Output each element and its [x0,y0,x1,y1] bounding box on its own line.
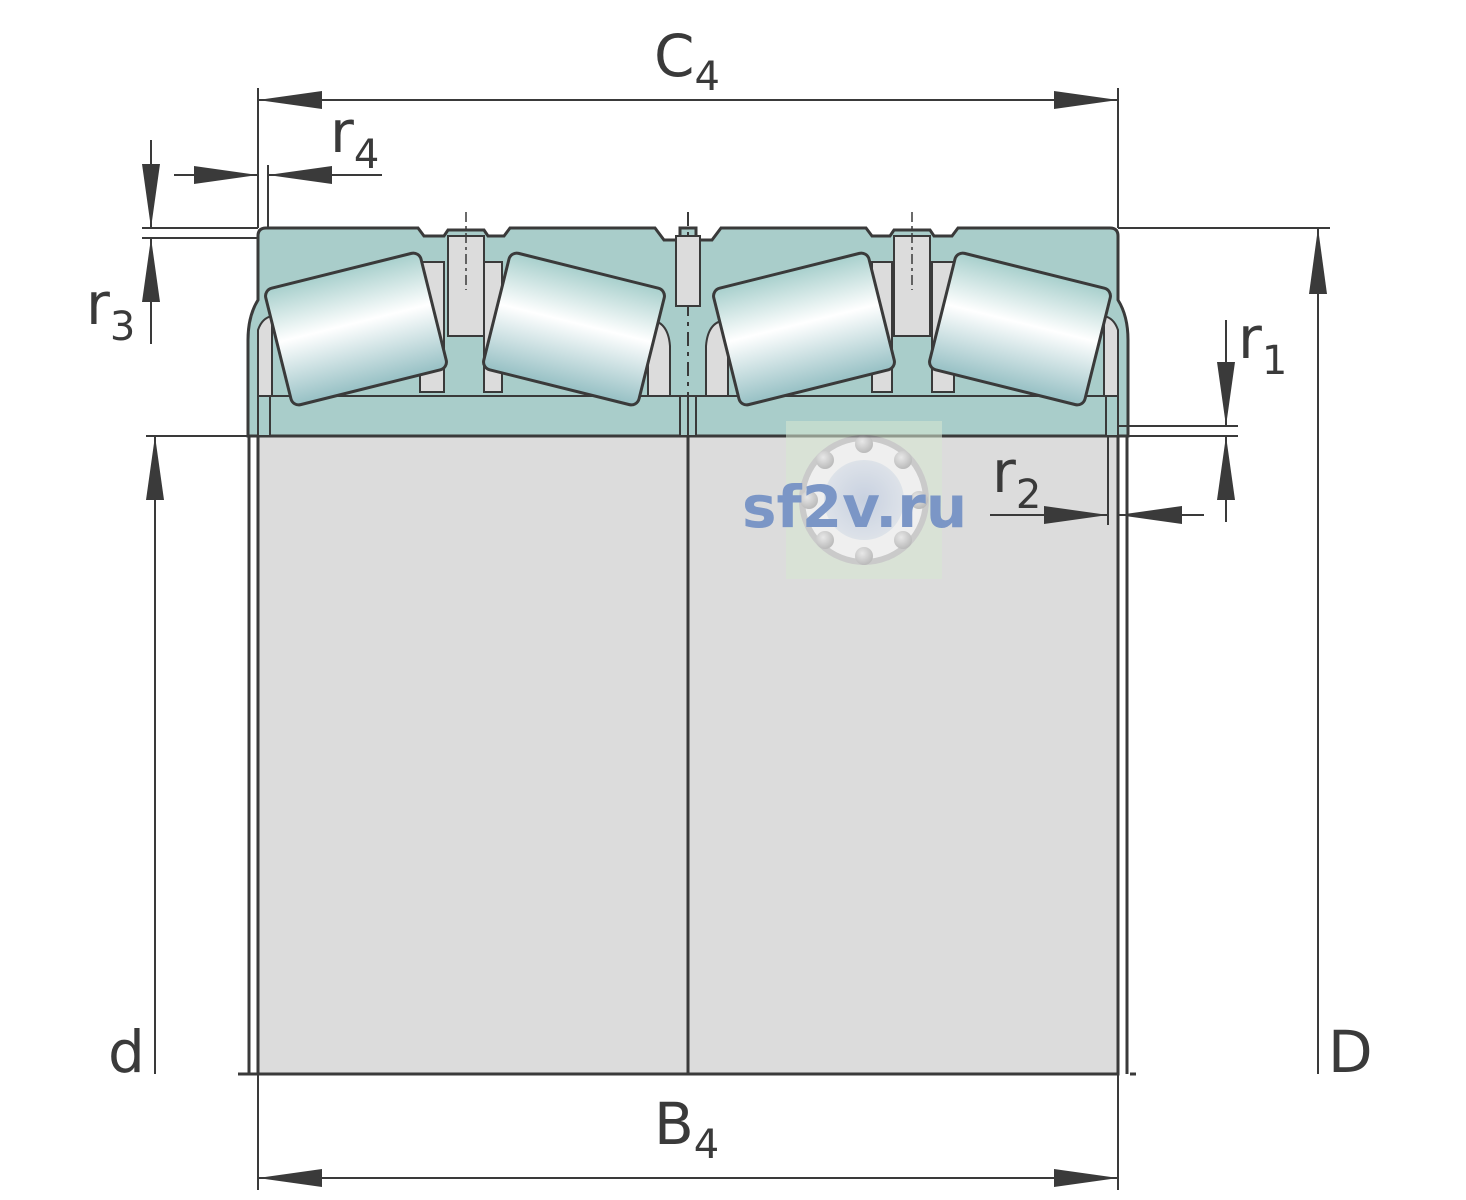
r3-arrow-up [142,238,160,302]
c4-arrow-right [1054,91,1118,109]
bore-face-center-r [687,395,697,437]
r1-arrow-down [1217,362,1235,426]
D-arrow-top [1309,228,1327,294]
label-d: d [108,1018,145,1086]
label-c4: C4 [654,22,720,100]
r4-arrow-right [194,166,258,184]
r3-arrow-down [142,164,160,228]
label-r1: r1 [1238,304,1287,384]
lube-hole-left [447,235,485,337]
b4-arrow-right [1054,1169,1118,1187]
lube-hole-right [893,235,931,337]
roller-3 [712,251,896,407]
label-r2: r2 [992,438,1041,518]
label-r3: r3 [86,270,135,350]
watermark-logo [786,421,942,579]
cage-right-outer [1103,314,1119,397]
roller-4 [928,251,1112,407]
cage-left-outer [257,314,273,397]
watermark-logo-center [824,460,904,540]
c4-arrow-left [258,91,322,109]
label-D: D [1328,1018,1373,1086]
roller-2 [482,251,666,407]
label-b4: B4 [654,1090,719,1168]
bore-face-left [257,395,271,437]
r4-arrow-left [268,166,332,184]
dimensions [142,88,1330,1190]
bore-body [247,434,1129,1076]
bore-face-right [1105,395,1119,437]
r2-arrow-left [1118,506,1182,524]
r2-arrow-right [1044,506,1108,524]
watermark-text: sf2v.ru [742,473,967,541]
b4-arrow-left [258,1169,322,1187]
bore-face-center-l [679,395,689,437]
d-arrow-top [146,436,164,500]
lube-hole-center [675,235,701,307]
label-r4: r4 [330,98,379,178]
watermark-logo-balls [800,435,928,565]
rollers [264,251,1112,407]
bore-left-half [256,434,690,1076]
roller-1 [264,251,448,407]
r1-arrow-up [1217,436,1235,500]
